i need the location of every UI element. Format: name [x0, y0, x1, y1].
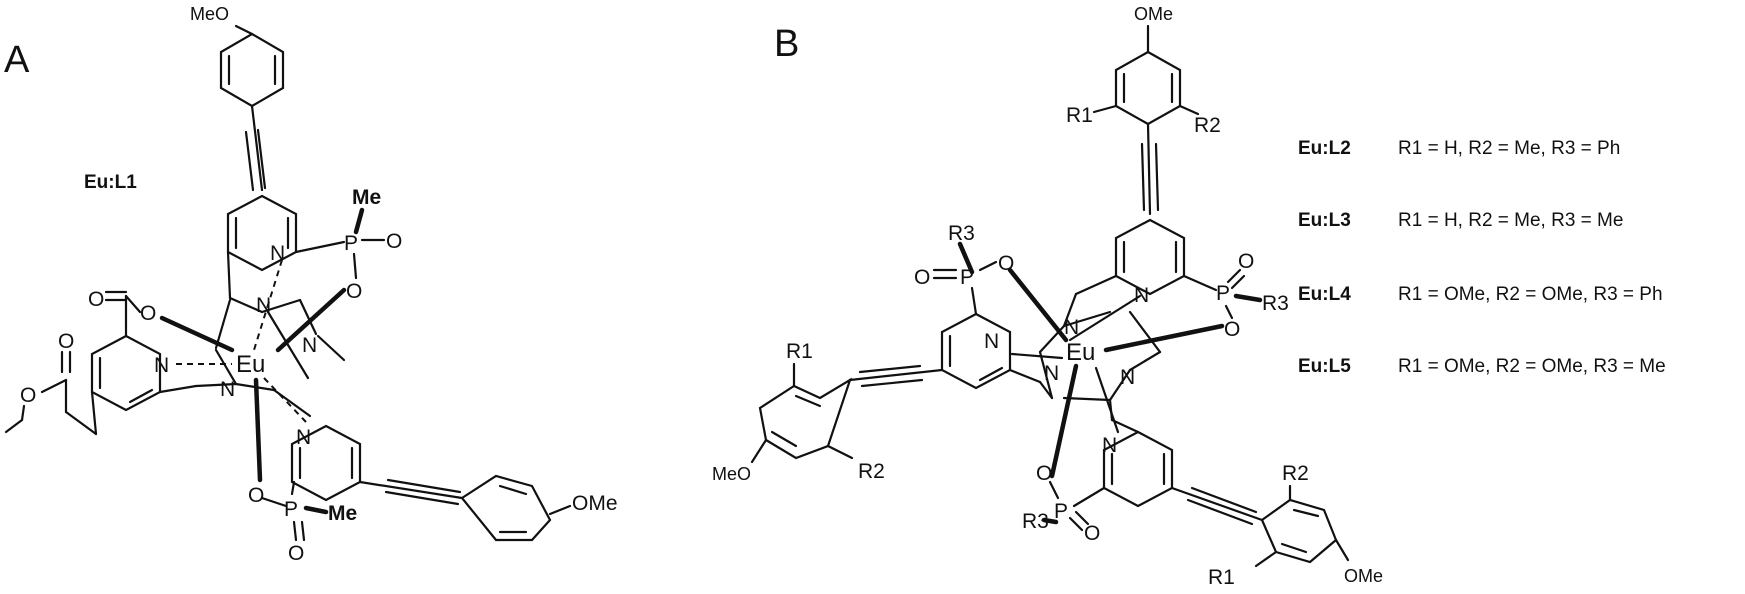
bottom-b-o-ligand: O — [1036, 462, 1052, 485]
methoxy-top-label: MeO — [190, 4, 229, 24]
carboxylate-o-ligand: O — [140, 302, 156, 325]
top-pyridine-b-n: N — [1134, 284, 1149, 307]
left-aryl-ring — [758, 377, 852, 460]
right-p-o-ligand: O — [1224, 318, 1240, 341]
legend-row-l2: Eu:L2 R1 = H, R2 = Me, R3 = Ph — [1298, 138, 1620, 160]
bottom-pyridine-b-n: N — [1102, 434, 1117, 457]
complex-eu-l2-l5: OMe R1 R2 N P O R3 O R3 P O O — [712, 4, 1383, 589]
top-p-oxo: O — [386, 230, 402, 253]
left-p-oxo: O — [914, 266, 930, 289]
complex-eu-l1: MeO N P Me O O N N N — [4, 4, 618, 565]
top-aryl-ome: OMe — [1134, 4, 1173, 24]
top-aryl-r2: R2 — [1194, 114, 1221, 137]
left-aryl-r2: R2 — [858, 460, 885, 483]
left-p-r3: R3 — [948, 222, 975, 245]
top-p-atom: P — [344, 232, 358, 255]
bottom-b-p-r3: R3 — [1022, 510, 1049, 533]
macrocycle-n3: N — [220, 378, 235, 401]
panel-label-b: B — [774, 23, 799, 65]
left-pyridine-b-n: N — [984, 330, 999, 353]
methoxy-right-label: OMe — [572, 492, 618, 515]
right-phenyl-ring — [460, 474, 552, 542]
bottom-aryl-r1: R1 — [1208, 566, 1235, 589]
top-p-methyl: Me — [352, 186, 381, 209]
bottom-b-p-atom: P — [1054, 500, 1068, 523]
bottom-pyridine-b — [1102, 430, 1174, 508]
legend-row-l3: Eu:L3 R1 = H, R2 = Me, R3 = Me — [1298, 210, 1623, 232]
compound-label-l1: Eu:L1 — [84, 172, 137, 193]
left-pyridine-ring — [90, 334, 162, 412]
left-pyridine-n: N — [154, 354, 169, 377]
top-pyridine-n: N — [270, 242, 285, 265]
left-aryl-meo: MeO — [712, 464, 751, 484]
bottom-p-o-ligand: O — [248, 484, 264, 507]
legend-def: R1 = H, R2 = Me, R3 = Ph — [1398, 138, 1621, 159]
top-aryl-ring — [1114, 50, 1182, 126]
europium-center-a: Eu — [236, 351, 265, 378]
legend-def: R1 = OMe, R2 = OMe, R3 = Me — [1398, 356, 1666, 377]
top-p-o-ligand: O — [346, 280, 362, 303]
ester-o: O — [20, 384, 36, 407]
macrocycle-b-n1: N — [1064, 316, 1079, 339]
panel-label-a: A — [4, 39, 30, 81]
legend-def: R1 = OMe, R2 = OMe, R3 = Ph — [1398, 284, 1663, 305]
legend-name: Eu:L4 — [1298, 284, 1351, 305]
legend-name: Eu:L5 — [1298, 356, 1351, 377]
carboxylate-oxo: O — [88, 288, 104, 311]
bottom-b-p-oxo: O — [1084, 522, 1100, 545]
bottom-aryl-r2: R2 — [1282, 462, 1309, 485]
bottom-pyridine-ring — [290, 424, 362, 502]
bottom-p-atom: P — [284, 498, 298, 521]
right-p-atom: P — [1216, 282, 1230, 305]
macrocycle-n2: N — [302, 334, 317, 357]
left-pyridine-b — [940, 312, 1012, 390]
top-pyridine-b — [1114, 218, 1186, 296]
legend-row-l5: Eu:L5 R1 = OMe, R2 = OMe, R3 = Me — [1298, 356, 1666, 378]
legend-row-l4: Eu:L4 R1 = OMe, R2 = OMe, R3 = Ph — [1298, 284, 1663, 306]
macrocycle-n1: N — [256, 294, 271, 317]
macrocycle-b-n2: N — [1044, 362, 1059, 385]
bottom-pyridine-n: N — [296, 426, 311, 449]
right-p-r3: R3 — [1262, 292, 1289, 315]
bottom-aryl-ome: OMe — [1344, 566, 1383, 586]
bottom-p-oxo: O — [288, 542, 304, 565]
top-pyridine-ring — [226, 194, 298, 272]
macrocycle-b-n3: N — [1120, 366, 1135, 389]
left-aryl-r1: R1 — [786, 340, 813, 363]
legend-def: R1 = H, R2 = Me, R3 = Me — [1398, 210, 1624, 231]
legend-name: Eu:L2 — [1298, 138, 1351, 159]
legend-name: Eu:L3 — [1298, 210, 1351, 231]
europium-center-b: Eu — [1066, 339, 1095, 366]
bottom-p-methyl: Me — [328, 502, 357, 525]
top-phenyl-ring — [219, 32, 285, 108]
top-aryl-r1: R1 — [1066, 104, 1093, 127]
ester-oxo: O — [58, 330, 74, 353]
left-p-atom: P — [960, 266, 974, 289]
right-p-oxo: O — [1238, 250, 1254, 273]
